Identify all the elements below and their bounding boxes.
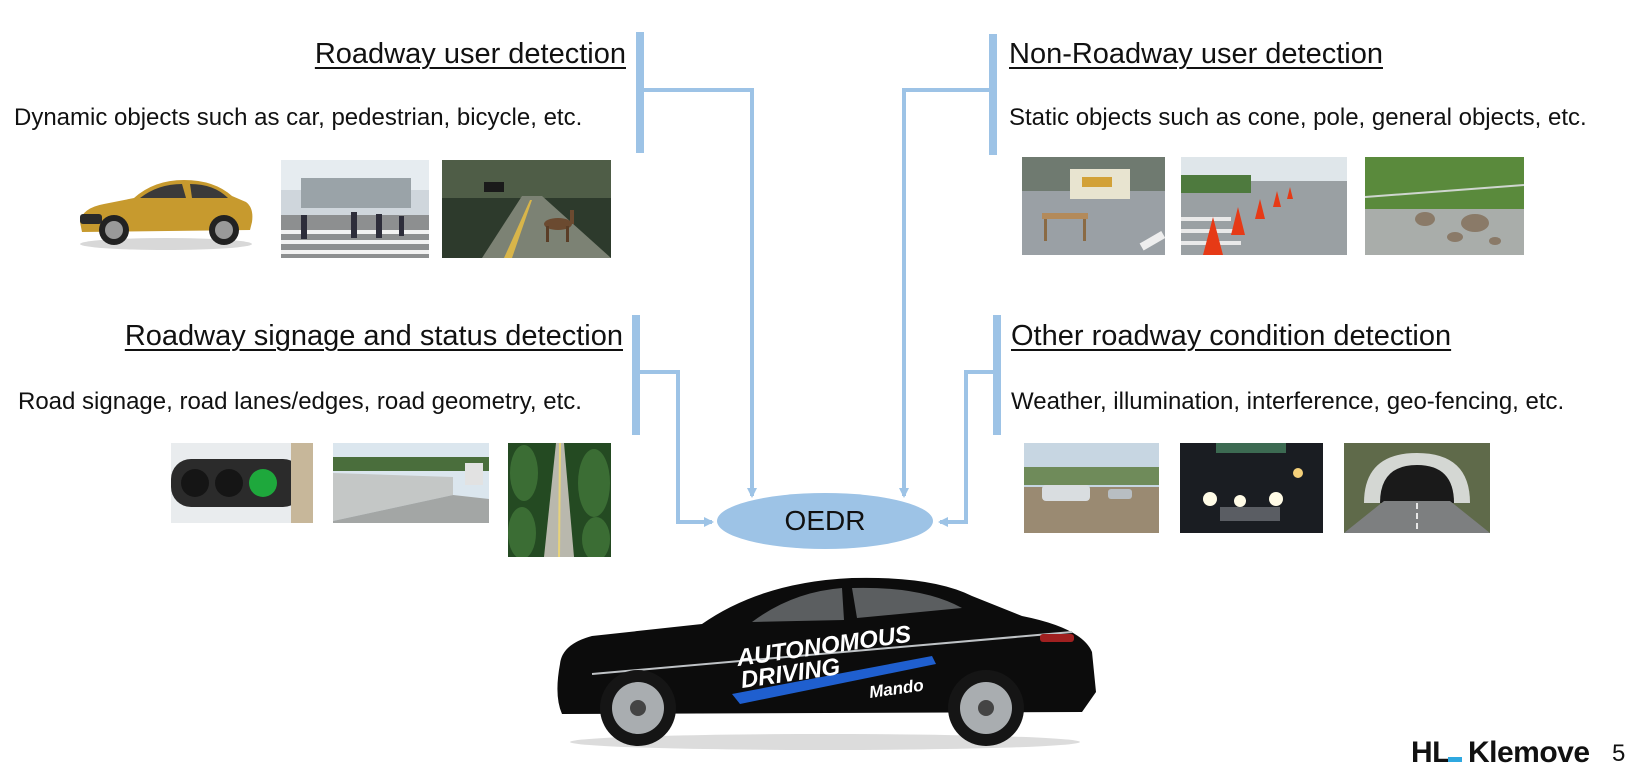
arrow-roadway-user bbox=[644, 88, 757, 498]
heading-signage: Roadway signage and status detection bbox=[124, 320, 623, 352]
arrow-condition bbox=[938, 370, 993, 527]
photo-traffic-light bbox=[171, 443, 313, 523]
heading-condition: Other roadway condition detection bbox=[1011, 320, 1452, 352]
arrow-non-roadway-user bbox=[899, 88, 989, 498]
photo-road-edge-barrier bbox=[333, 443, 489, 523]
desc-signage: Road signage, road lanes/edges, road geo… bbox=[18, 388, 582, 415]
autonomous-car-illustration: AUTONOMOUS DRIVING Mando bbox=[552, 572, 1098, 752]
hl-klemove-logo: HL Klemove bbox=[1411, 736, 1590, 770]
desc-non-roadway-user: Static objects such as cone, pole, gener… bbox=[1009, 104, 1587, 131]
photo-tunnel-entrance bbox=[1344, 443, 1490, 533]
heading-non-roadway-user: Non-Roadway user detection bbox=[1009, 38, 1383, 70]
photo-pedestrians-crosswalk bbox=[281, 160, 429, 258]
desc-roadway-user: Dynamic objects such as car, pedestrian,… bbox=[14, 104, 583, 131]
photo-flooded-road bbox=[1024, 443, 1159, 533]
logo-klemove: Klemove bbox=[1468, 736, 1590, 769]
photo-winding-road bbox=[508, 443, 611, 557]
photo-gold-sedan bbox=[74, 170, 256, 250]
logo-bar bbox=[1448, 757, 1462, 762]
photo-table-on-road bbox=[1022, 157, 1165, 255]
page-number: 5 bbox=[1612, 740, 1626, 767]
oedr-node: OEDR bbox=[717, 493, 933, 549]
photo-night-headlights bbox=[1180, 443, 1323, 533]
photo-deer-on-road bbox=[442, 160, 611, 258]
heading-roadway-user: Roadway user detection bbox=[314, 38, 626, 70]
photo-fallen-rocks bbox=[1365, 157, 1524, 255]
photo-traffic-cones bbox=[1181, 157, 1347, 255]
logo-hl: HL bbox=[1411, 736, 1451, 769]
desc-condition: Weather, illumination, interference, geo… bbox=[1011, 388, 1565, 415]
arrow-signage bbox=[640, 370, 714, 527]
oedr-label: OEDR bbox=[784, 505, 866, 536]
